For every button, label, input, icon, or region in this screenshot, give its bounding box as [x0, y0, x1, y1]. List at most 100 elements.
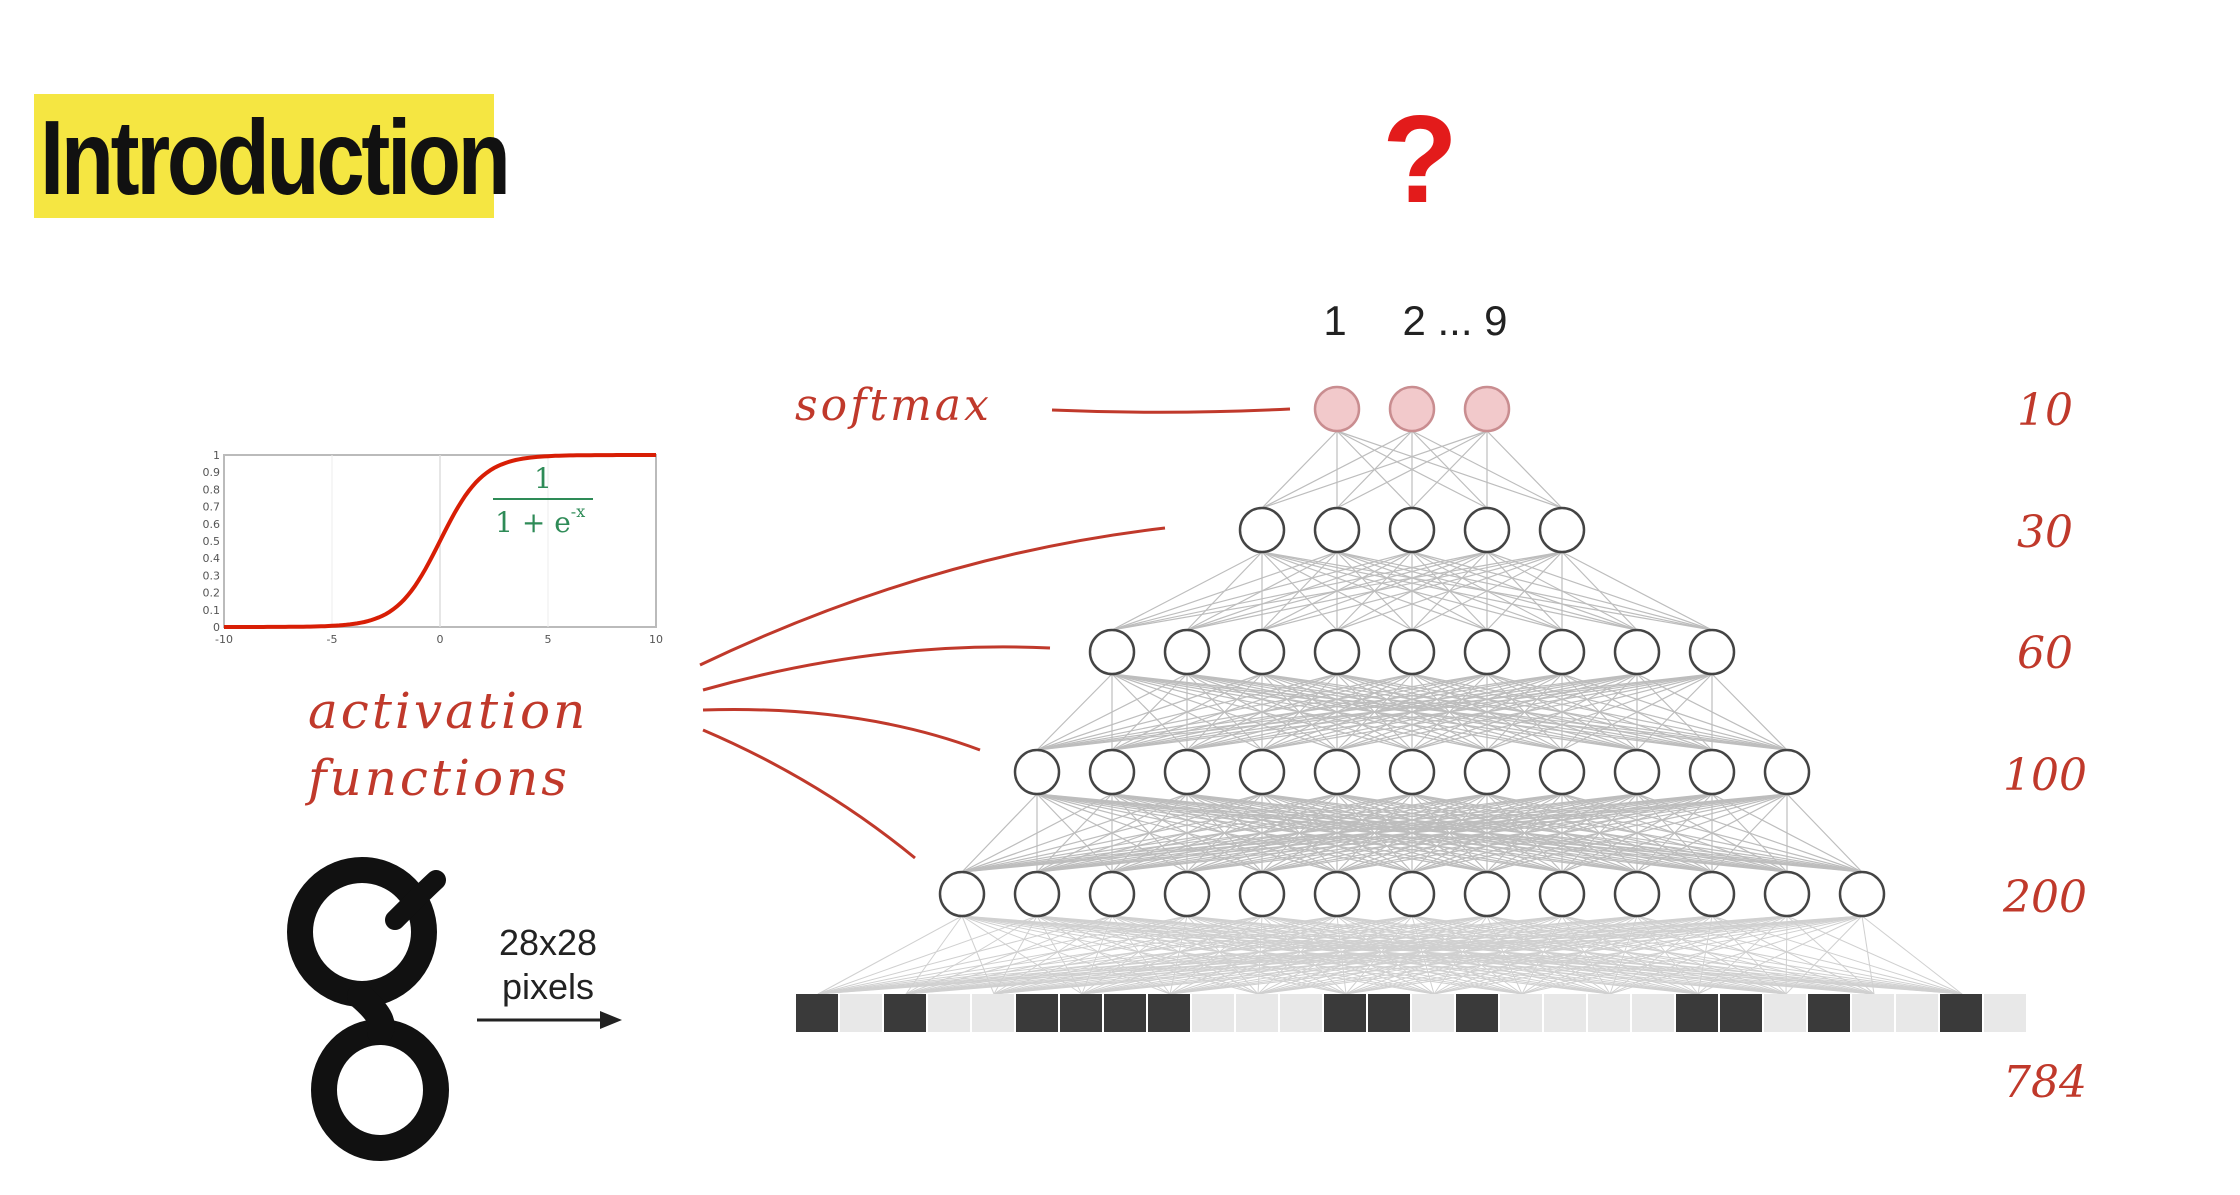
connection: [961, 793, 1563, 873]
connection: [1486, 430, 1563, 509]
connection: [1411, 673, 1713, 751]
connection: [1261, 793, 1788, 873]
connection: [1036, 673, 1338, 751]
connection: [1486, 915, 1787, 995]
connection: [1711, 915, 1963, 995]
neuron: [1088, 870, 1136, 918]
sigmoid-y-tick: 0.1: [203, 604, 221, 617]
network-neurons: [938, 385, 1886, 918]
neuron: [1688, 628, 1736, 676]
connection: [1486, 915, 1523, 995]
connection: [817, 915, 1113, 995]
sigmoid-y-tick: 0.6: [203, 518, 221, 531]
input-pixel: [1984, 994, 2026, 1032]
connection: [1411, 915, 1787, 995]
layer-size-label: 30: [2017, 507, 2073, 558]
connection: [1261, 430, 1338, 509]
connection: [1433, 915, 1863, 995]
input-pixel: [1720, 994, 1762, 1032]
neuron: [1388, 628, 1436, 676]
neuron: [1688, 748, 1736, 796]
neuron: [1088, 628, 1136, 676]
connection: [1081, 915, 1788, 995]
sigmoid-y-tick: 0.8: [203, 483, 221, 496]
neuron: [1463, 748, 1511, 796]
sigmoid-x-tick: 10: [649, 633, 663, 646]
input-pixel: [1412, 994, 1454, 1032]
pixels-label-line1: 28x28: [499, 922, 597, 963]
connection: [1111, 551, 1563, 631]
connection: [1561, 915, 1787, 995]
neuron: [1163, 628, 1211, 676]
connection: [1111, 793, 1788, 873]
connection: [1261, 673, 1713, 751]
connection: [1036, 673, 1413, 751]
input-pixel: [1676, 994, 1718, 1032]
connection: [1186, 673, 1713, 751]
connection: [993, 915, 1563, 995]
neuron: [1463, 628, 1511, 676]
connection: [1336, 551, 1563, 631]
sigmoid-y-tick: 1: [213, 449, 220, 462]
input-pixel: [1896, 994, 1938, 1032]
connection: [1561, 673, 1713, 751]
connection: [1561, 551, 1713, 631]
connection: [817, 915, 1188, 995]
connection: [1261, 551, 1563, 631]
connection: [905, 915, 1638, 995]
connection: [1186, 551, 1563, 631]
input-pixel: [1544, 994, 1586, 1032]
connection: [1486, 915, 1611, 995]
connection: [817, 915, 1713, 995]
connection: [1636, 915, 1787, 995]
connection: [1785, 915, 1863, 995]
sigmoid-y-tick: 0.4: [203, 552, 221, 565]
activation-label-line2: functions: [304, 749, 570, 807]
connection: [1561, 915, 1699, 995]
input-pixel: [1060, 994, 1102, 1032]
connection: [1786, 915, 1875, 995]
input-pixel: [1148, 994, 1190, 1032]
connection: [1486, 673, 1713, 751]
sigmoid-x-tick: 5: [545, 633, 552, 646]
neuron: [1388, 748, 1436, 796]
neuron: [1613, 870, 1661, 918]
connection: [1345, 915, 1488, 995]
connection: [1433, 915, 1563, 995]
input-pixel: [1456, 994, 1498, 1032]
connection: [1561, 551, 1638, 631]
connection: [1636, 915, 1699, 995]
neuron: [1163, 748, 1211, 796]
sigmoid-y-tick: 0.9: [203, 466, 221, 479]
input-pixel: [1280, 994, 1322, 1032]
connection: [817, 915, 963, 995]
sigmoid-y-tick: 0.5: [203, 535, 221, 548]
activation-pointers: [699, 526, 1166, 860]
connection: [817, 915, 1263, 995]
neuron: [1313, 628, 1361, 676]
input-pixel: [1808, 994, 1850, 1032]
input-pixel: [1368, 994, 1410, 1032]
connection: [1036, 673, 1113, 751]
neuron: [1688, 870, 1736, 918]
connection: [1111, 673, 1713, 751]
input-pixel: [1588, 994, 1630, 1032]
connection: [1711, 915, 1787, 995]
input-pixel: [1764, 994, 1806, 1032]
connection: [1521, 915, 1563, 995]
neuron: [1763, 870, 1811, 918]
neuron: [1163, 870, 1211, 918]
connection: [993, 915, 1488, 995]
connection: [1036, 673, 1263, 751]
neuron: [1613, 748, 1661, 796]
connection: [961, 793, 1038, 873]
connection: [817, 915, 1413, 995]
sigmoid-y-tick: 0.2: [203, 587, 221, 600]
connection: [1636, 915, 1875, 995]
connection: [1786, 793, 1863, 873]
neuron: [1313, 506, 1361, 554]
connection: [961, 793, 1113, 873]
